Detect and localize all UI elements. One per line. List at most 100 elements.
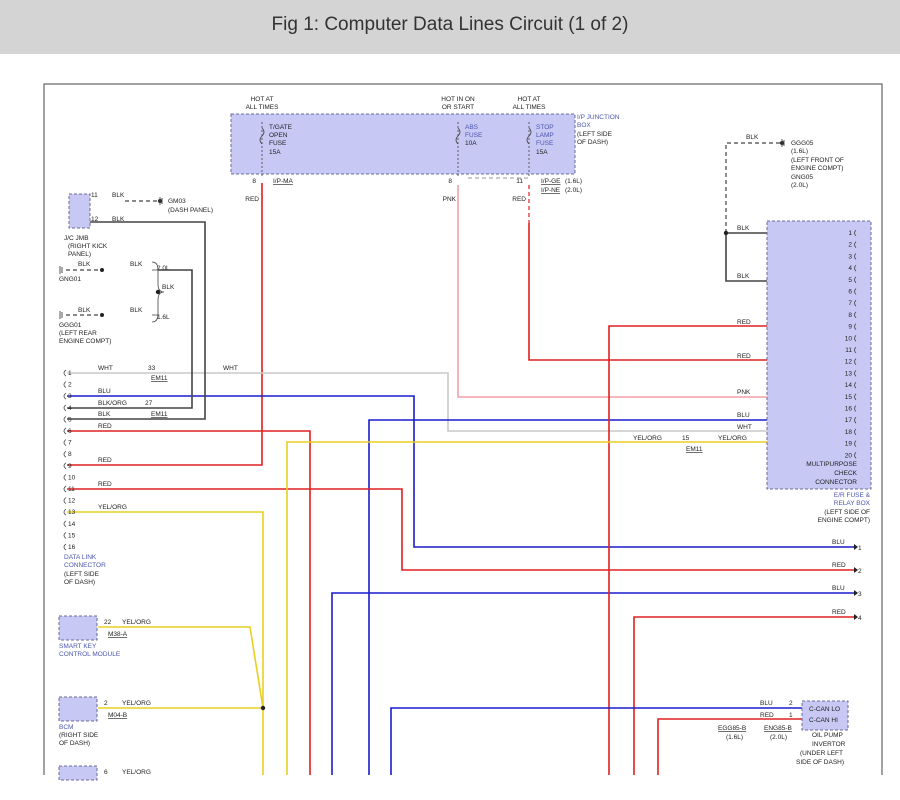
out2-num: 2 bbox=[858, 568, 862, 575]
ggg01-label: GGG01 bbox=[59, 322, 82, 329]
dlc-w9: RED bbox=[98, 457, 112, 464]
dlc-bracket-8 bbox=[63, 450, 67, 458]
junction-box-loc-1: (LEFT SIDE bbox=[577, 131, 613, 138]
fuse3-name-1: STOP bbox=[536, 124, 554, 131]
mpc-pin-8: 8 bbox=[848, 312, 852, 319]
mpc-pin-3: 3 bbox=[848, 253, 852, 260]
dlc-em11a-pin: 33 bbox=[148, 365, 156, 372]
page-header bbox=[0, 0, 900, 54]
oil-pump-invertor-box bbox=[801, 700, 849, 731]
wire-yellow-skm bbox=[98, 626, 264, 709]
diagram-frame bbox=[43, 83, 883, 775]
dlc-bracket-9 bbox=[63, 462, 67, 470]
wire-black-ground-bus bbox=[67, 269, 193, 409]
dlc-bracket-14 bbox=[63, 520, 67, 528]
dlc-bracket-16 bbox=[63, 543, 67, 551]
oilpump-conn-b-note: (2.0L) bbox=[770, 734, 787, 741]
skm-name-1: SMART KEY bbox=[59, 643, 97, 650]
oilpump-conn-b: ENG85-B bbox=[764, 725, 792, 732]
fuse1-hot-line1: HOT AT bbox=[251, 96, 274, 103]
ggg01-wire2: BLK bbox=[130, 307, 143, 314]
bottom-pin: 6 bbox=[104, 769, 108, 776]
wire-yellow-dlc13 bbox=[67, 511, 264, 775]
fuse2-name-1: ABS bbox=[465, 124, 479, 131]
bcm-loc-2: OF DASH) bbox=[59, 740, 90, 747]
mpc-pin-4: 4 bbox=[848, 265, 852, 272]
wire-red-fuse1-dlc9 bbox=[67, 183, 263, 466]
mpc-w15: PNK bbox=[737, 389, 751, 396]
dlc-pin-2: 2 bbox=[68, 382, 72, 389]
jmb-name: J/C JMB bbox=[64, 235, 89, 242]
ggg01-wire: BLK bbox=[78, 307, 91, 314]
out3-num: 3 bbox=[858, 591, 862, 598]
mpc-box-1: E/R FUSE & bbox=[834, 492, 871, 499]
mpc-w17: BLU bbox=[737, 412, 750, 419]
fuse3-name-3: FUSE bbox=[536, 140, 554, 147]
out4-num: 4 bbox=[858, 615, 862, 622]
jc-jmb-box bbox=[68, 193, 91, 229]
smart-key-module-box bbox=[58, 615, 98, 641]
jb-conn3b: I/P-NE bbox=[541, 187, 561, 194]
dlc-bracket-13 bbox=[63, 508, 67, 516]
dlc-w1: WHT bbox=[98, 365, 113, 372]
fuse3-hot-line2: ALL TIMES bbox=[513, 104, 547, 111]
oilpump-conn-a: EGG85-B bbox=[718, 725, 746, 732]
mpc-bracket-6 bbox=[854, 288, 857, 295]
jb-wire2: PNK bbox=[443, 196, 457, 203]
mpc-em11-pin: 15 bbox=[682, 435, 690, 442]
gm03-loc: (DASH PANEL) bbox=[168, 207, 213, 214]
mpc-name-2: CHECK bbox=[834, 470, 857, 477]
jb-pin3: 11 bbox=[516, 178, 523, 185]
jb-pin2: 8 bbox=[448, 178, 452, 185]
dlc-bracket-11 bbox=[63, 485, 67, 493]
dlc-loc-2: OF DASH) bbox=[64, 579, 95, 586]
mpc-bracket-17 bbox=[854, 416, 857, 424]
ggg05-loc-2: ENGINE COMPT) bbox=[791, 165, 843, 172]
bcm-name: BCM bbox=[59, 724, 73, 731]
dlc-em11a: EM11 bbox=[151, 375, 168, 382]
mpc-w9: RED bbox=[737, 319, 751, 326]
skm-name-2: CONTROL MODULE bbox=[59, 651, 121, 658]
mpc-pin-15: 15 bbox=[845, 394, 853, 401]
mpc-pin-13: 13 bbox=[845, 370, 853, 377]
page-title: Fig 1: Computer Data Lines Circuit (1 of… bbox=[271, 14, 629, 35]
gm03-label: GM03 bbox=[168, 198, 186, 205]
mpc-pin-17: 17 bbox=[845, 417, 853, 424]
dlc-pin-11: 11 bbox=[68, 486, 75, 493]
output-arrows bbox=[854, 544, 858, 620]
mpc-pin-brackets bbox=[854, 229, 857, 459]
dlc-w11: RED bbox=[98, 481, 112, 488]
fuse2-rating: 10A bbox=[465, 140, 477, 147]
ggg05-loc-1: (LEFT FRONT OF bbox=[791, 157, 844, 164]
mpc-bracket-5 bbox=[854, 276, 857, 284]
fuse1-name-2: OPEN bbox=[269, 132, 288, 139]
wire-blue-out3 bbox=[331, 592, 854, 775]
mpc-pin-20: 20 bbox=[845, 452, 853, 459]
gng01-wire2: BLK bbox=[130, 261, 143, 268]
ggg05-label: GGG05 bbox=[791, 140, 814, 147]
mpc-bracket-13 bbox=[854, 370, 857, 377]
bcm-wire: YEL/ORG bbox=[122, 700, 151, 707]
dlc-name-1: DATA LINK bbox=[64, 554, 97, 561]
mpc-em11-wire: YEL/ORG bbox=[633, 435, 662, 442]
dlc-bracket-3 bbox=[63, 392, 67, 400]
dlc-bracket-12 bbox=[63, 497, 67, 504]
dlc-pin-brackets bbox=[63, 369, 67, 551]
oilpump-name-1: OIL PUMP bbox=[812, 732, 843, 739]
dlc-pin-16: 16 bbox=[68, 544, 76, 551]
mpc-bracket-9 bbox=[854, 323, 857, 330]
bcm-loc-1: (RIGHT SIDE bbox=[59, 732, 99, 739]
gng05-note: (2.0L) bbox=[791, 182, 808, 189]
jb-pin1: 8 bbox=[252, 178, 256, 185]
mpc-pin-19: 19 bbox=[845, 441, 853, 448]
dlc-w6: RED bbox=[98, 423, 112, 430]
mpc-w18: WHT bbox=[737, 424, 752, 431]
mpc-pin-6: 6 bbox=[848, 289, 852, 296]
dlc-wht-run: WHT bbox=[223, 365, 238, 372]
junction-box-name-2: BOX bbox=[577, 122, 591, 129]
jb-wire1: RED bbox=[245, 196, 259, 203]
mpc-pin-1: 1 bbox=[848, 230, 852, 237]
